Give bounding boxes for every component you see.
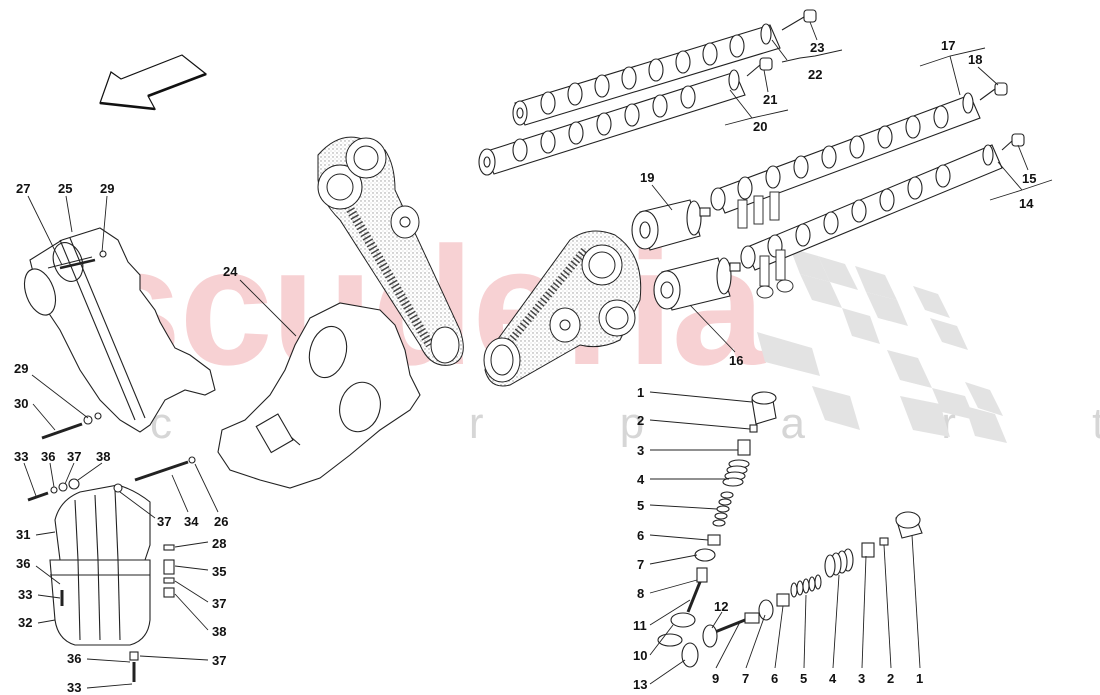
valve-train-vertical [657,391,777,647]
part-callout-c16[interactable]: 16 [729,353,744,368]
part-callout-c32[interactable]: 32 [18,615,33,630]
part-callout-v1b[interactable]: 1 [916,671,924,686]
part-callout-c37a[interactable]: 37 [67,449,82,464]
camshaft-bank1-intake [478,57,773,176]
timing-belt-lower [483,230,642,387]
part-callout-c36b[interactable]: 36 [16,556,31,571]
part-callout-v4b[interactable]: 4 [829,671,837,686]
part-callout-v7a[interactable]: 7 [637,557,645,572]
camshaft-bank2-intake [740,133,1025,271]
part-callout-c30[interactable]: 30 [14,396,29,411]
camshaft-bank1-exhaust [512,9,817,126]
part-callout-c29a[interactable]: 29 [100,181,115,196]
part-callout-c14[interactable]: 14 [1019,196,1034,211]
part-callout-c37c[interactable]: 37 [212,596,227,611]
part-callout-c17[interactable]: 17 [941,38,956,53]
part-callout-v1a[interactable]: 1 [637,385,645,400]
cam-variator-16 [653,257,741,311]
part-callout-v7b[interactable]: 7 [742,671,750,686]
front-timing-cover [217,302,421,489]
part-callout-c19[interactable]: 19 [640,170,655,185]
part-callout-c22[interactable]: 22 [808,67,823,82]
part-callout-c37d[interactable]: 37 [212,653,227,668]
part-callout-c33c[interactable]: 33 [67,680,82,695]
part-callout-c33b[interactable]: 33 [18,587,33,602]
part-callout-v2a[interactable]: 2 [637,413,645,428]
valve-springs-installed [737,191,794,299]
part-callout-c38a[interactable]: 38 [96,449,111,464]
part-callout-c26[interactable]: 26 [214,514,229,529]
part-callout-c21[interactable]: 21 [763,92,778,107]
part-callout-c38b[interactable]: 38 [212,624,227,639]
front-direction-arrow [99,54,208,111]
timing-belt-upper [317,136,464,366]
part-callout-c37b[interactable]: 37 [157,514,172,529]
part-callout-v8[interactable]: 8 [637,586,645,601]
part-callout-v3a[interactable]: 3 [637,443,645,458]
leader-lines [23,21,1053,689]
checkered-flag-watermark [757,248,1007,443]
part-callout-c27[interactable]: 27 [16,181,31,196]
part-callout-v3b[interactable]: 3 [858,671,866,686]
part-callout-v2b[interactable]: 2 [887,671,895,686]
part-callout-c25[interactable]: 25 [58,181,73,196]
part-callout-c18[interactable]: 18 [968,52,983,67]
camshaft-bank2-exhaust [710,82,1008,214]
part-callout-c28[interactable]: 28 [212,536,227,551]
part-callout-v11[interactable]: 11 [633,618,647,633]
part-callout-v4a[interactable]: 4 [637,472,645,487]
part-callout-c24[interactable]: 24 [223,264,238,279]
rear-timing-cover [23,227,216,433]
part-callout-v9[interactable]: 9 [712,671,720,686]
part-callout-v10[interactable]: 10 [633,648,648,663]
part-callout-v6b[interactable]: 6 [771,671,779,686]
part-callout-v12[interactable]: 12 [714,599,729,614]
part-callout-v5a[interactable]: 5 [637,498,645,513]
oil-sump-housing [49,484,151,646]
part-callout-c36c[interactable]: 36 [67,651,82,666]
part-callout-c35[interactable]: 35 [212,564,227,579]
cam-variator-19 [631,199,711,251]
part-callout-c20[interactable]: 20 [753,119,768,134]
part-callout-c33a[interactable]: 33 [14,449,29,464]
part-callout-c31[interactable]: 31 [16,527,31,542]
part-callout-v6a[interactable]: 6 [637,528,645,543]
part-callout-c29b[interactable]: 29 [14,361,29,376]
part-callout-v5b[interactable]: 5 [800,671,808,686]
part-callout-v13[interactable]: 13 [633,677,648,692]
part-callout-c15[interactable]: 15 [1022,171,1037,186]
part-callout-c36a[interactable]: 36 [41,449,56,464]
part-callout-c34[interactable]: 34 [184,514,199,529]
part-callout-c23[interactable]: 23 [810,40,825,55]
